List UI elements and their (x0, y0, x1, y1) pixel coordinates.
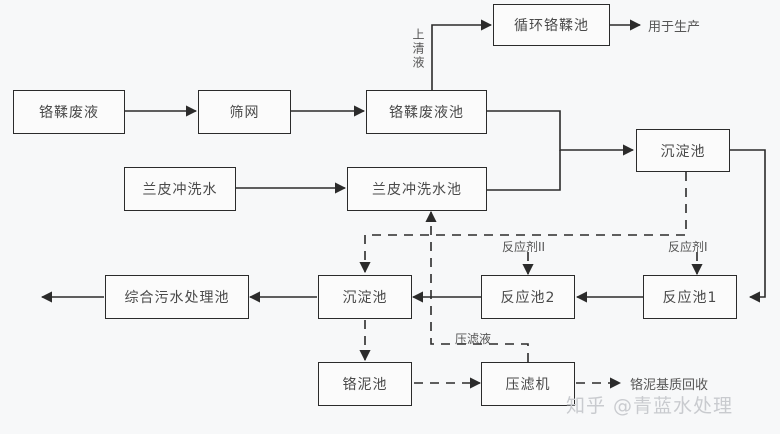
watermark: 知乎 @青蓝水处理 (566, 395, 734, 417)
label-reagent-2: 反应剂II (502, 240, 546, 254)
node-sludge-tank: 铬泥池 (318, 362, 412, 406)
node-chrome-waste: 铬鞣废液 (13, 90, 125, 134)
node-wetblue-rinse-tank: 兰皮冲洗水池 (347, 167, 487, 211)
node-settling-tank-1: 沉淀池 (636, 129, 730, 172)
node-wastewater-plant: 综合污水处理池 (105, 275, 249, 319)
edge-rinsetank-to-settling1 (487, 150, 561, 191)
label-reagent-1: 反应剂I (668, 240, 708, 254)
node-wetblue-rinse: 兰皮冲洗水 (124, 167, 236, 211)
edge-settling1-sludge (359, 172, 687, 274)
node-reaction-tank-2: 反应池2 (481, 275, 575, 319)
label-sludge-recovery: 铬泥基质回收 (630, 378, 709, 393)
label-supernatant: 上清液 (411, 28, 425, 70)
node-reaction-tank-1: 反应池1 (643, 275, 737, 319)
edge-wastetank-to-settling1 (487, 110, 635, 156)
node-screen: 筛网 (198, 90, 291, 134)
node-settling-tank-2: 沉淀池 (318, 275, 412, 319)
label-to-production: 用于生产 (648, 20, 701, 35)
edge-settling1-to-reaction1 (730, 149, 766, 303)
node-chrome-waste-tank: 铬鞣废液池 (366, 90, 487, 134)
node-recycle-tank: 循环铬鞣池 (493, 4, 610, 46)
edge-filtrate-return (425, 210, 529, 362)
label-filtrate: 压滤液 (455, 332, 492, 346)
edge-wastetank-to-recycle (431, 19, 493, 90)
node-filter-press: 压滤机 (481, 362, 575, 406)
